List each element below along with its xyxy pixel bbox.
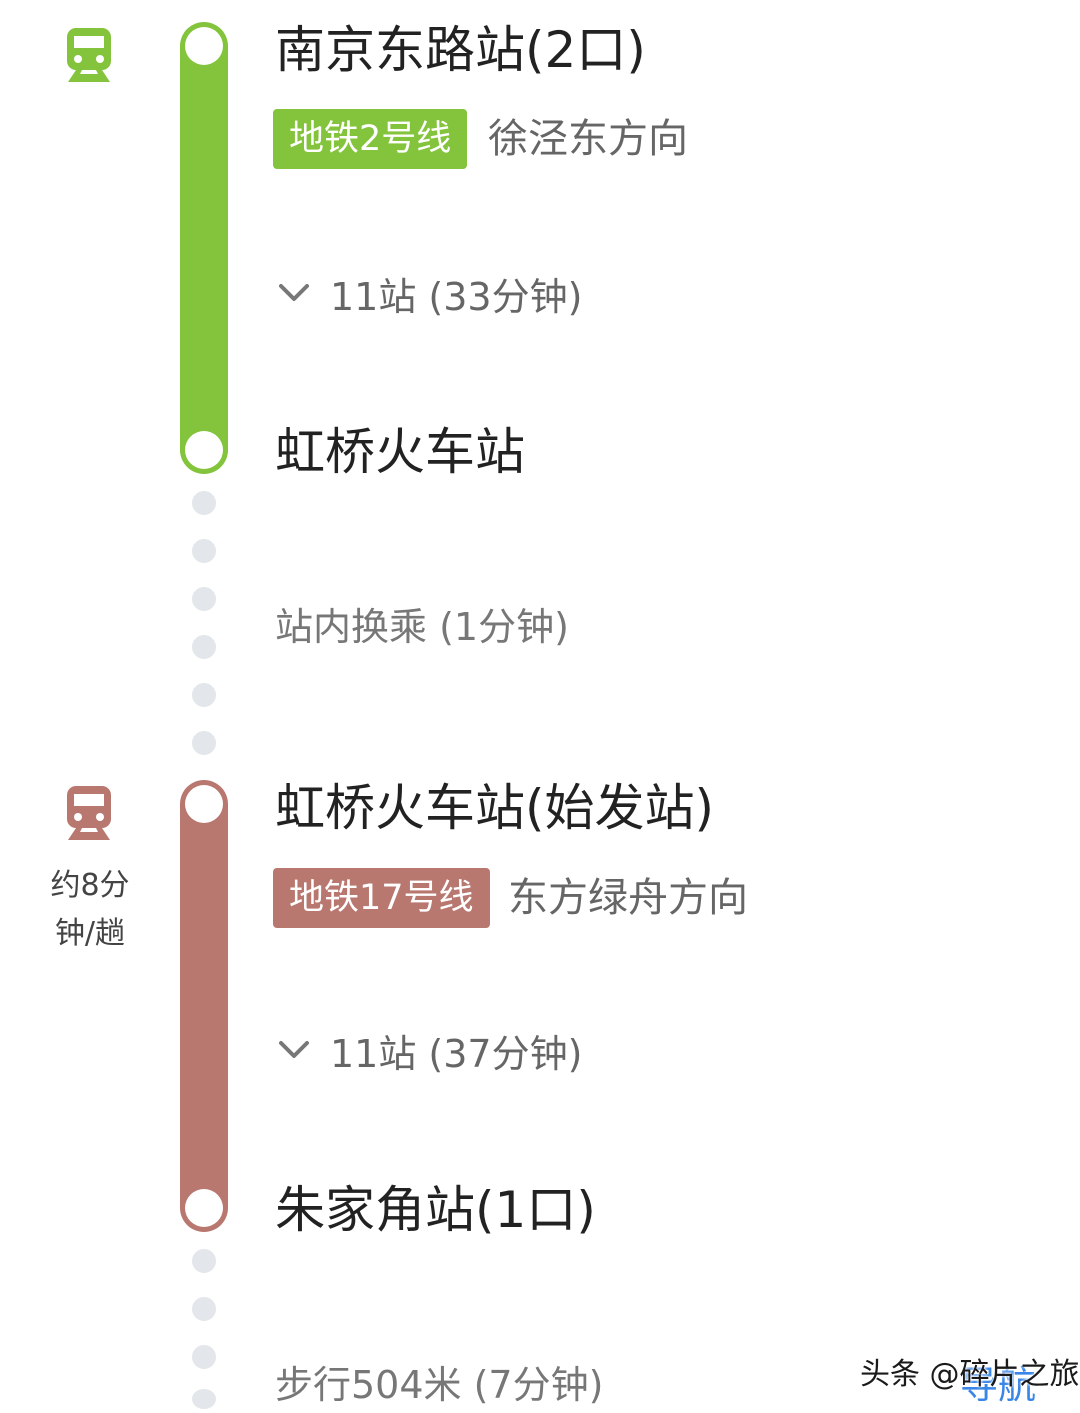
transfer-dot (192, 587, 216, 611)
stops-toggle[interactable]: 11站 (33分钟) (278, 268, 583, 319)
subway-train-icon (67, 28, 111, 82)
stops-count: 11站 (37分钟) (330, 1031, 583, 1076)
direction-text: 东方绿舟方向 (508, 875, 748, 921)
walk-dot (192, 1389, 216, 1409)
direction-text: 徐泾东方向 (488, 116, 688, 162)
walk-dot (192, 1249, 216, 1273)
chevron-down-icon (279, 284, 309, 301)
transfer-info: 站内换乘 (1分钟) (275, 605, 569, 649)
line-2-route-bar (180, 22, 228, 474)
stops-count: 11站 (33分钟) (330, 274, 583, 319)
frequency-line-2: 钟/趟 (54, 916, 126, 951)
transfer-dot (192, 731, 216, 755)
board-station-node (185, 785, 223, 823)
transfer-dot (192, 635, 216, 659)
line-17-route-bar (180, 780, 228, 1232)
transfer-dot (192, 683, 216, 707)
walk-dot (192, 1297, 216, 1321)
alight-station-node (185, 431, 223, 469)
board-station-node (185, 27, 223, 65)
subway-train-icon (67, 786, 111, 840)
alight-station-name[interactable]: 朱家角站(1口) (275, 1181, 596, 1239)
transfer-dot (192, 491, 216, 515)
transfer-dot (192, 539, 216, 563)
board-station-name[interactable]: 南京东路站(2口) (275, 21, 646, 79)
alight-station-name[interactable]: 虹桥火车站 (275, 423, 525, 481)
line-badge: 地铁2号线 (273, 109, 468, 169)
board-station-name[interactable]: 虹桥火车站(始发站) (275, 779, 715, 837)
alight-station-node (185, 1189, 223, 1227)
navigation-link[interactable]: 导航 (960, 1363, 1037, 1407)
walk-dot (192, 1345, 216, 1369)
frequency-line-1: 约8分 (50, 868, 130, 903)
line-badge: 地铁17号线 (273, 868, 490, 928)
chevron-down-icon (279, 1041, 309, 1058)
walk-info: 步行504米 (7分钟) (275, 1363, 604, 1407)
watermark: 头条 @碎片之旅 (860, 1357, 1080, 1392)
stops-toggle[interactable]: 11站 (37分钟) (278, 1025, 583, 1076)
